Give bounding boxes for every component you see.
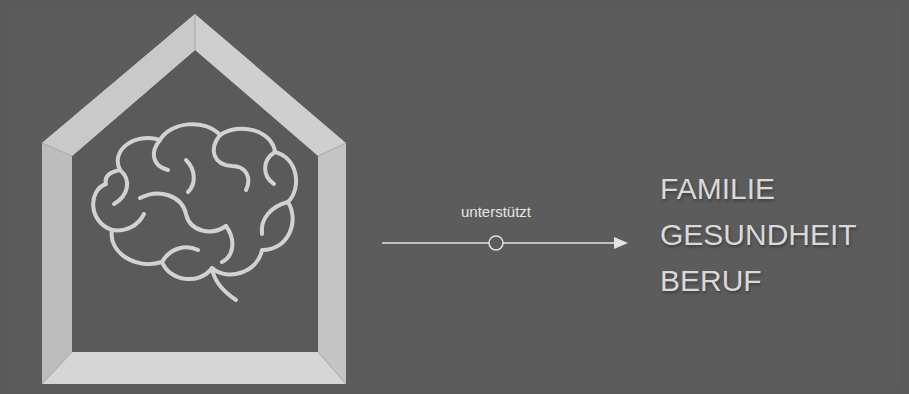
brain-fold	[112, 214, 144, 230]
ribbon-shade	[318, 143, 346, 384]
brain-fold	[265, 152, 275, 184]
fold-line	[318, 352, 346, 384]
fold-line	[42, 143, 72, 156]
domain-label: FAMILIE	[660, 172, 775, 206]
brain-icon	[93, 124, 296, 300]
house-outline	[42, 14, 346, 384]
background-panel	[8, 8, 901, 386]
brain-stem	[212, 268, 236, 300]
support-arrow	[382, 236, 628, 250]
brain-fold	[186, 160, 194, 192]
brain-outline	[93, 124, 296, 279]
fold-line	[42, 352, 72, 384]
fold-line	[195, 14, 196, 50]
brain-fold	[114, 170, 127, 204]
brain-fold	[162, 247, 198, 262]
arrow-label: unterstützt	[461, 203, 531, 220]
fold-line	[318, 143, 346, 156]
house-ribbon	[42, 14, 346, 384]
brain-fold	[154, 140, 168, 170]
ribbon-shade	[42, 352, 346, 384]
ribbon-shade	[42, 14, 195, 156]
domain-label: BERUF	[660, 264, 762, 298]
brain-fold	[262, 202, 288, 234]
domain-label: GESUNDHEIT	[660, 218, 857, 252]
brain-fold	[140, 194, 226, 232]
brain-fold	[214, 135, 249, 190]
arrow-line	[382, 242, 489, 244]
arrow-circle	[489, 236, 503, 250]
ribbon-shade	[42, 143, 72, 384]
arrow-head	[614, 237, 628, 249]
brain-fold	[222, 226, 232, 262]
arrow-line	[503, 242, 616, 244]
